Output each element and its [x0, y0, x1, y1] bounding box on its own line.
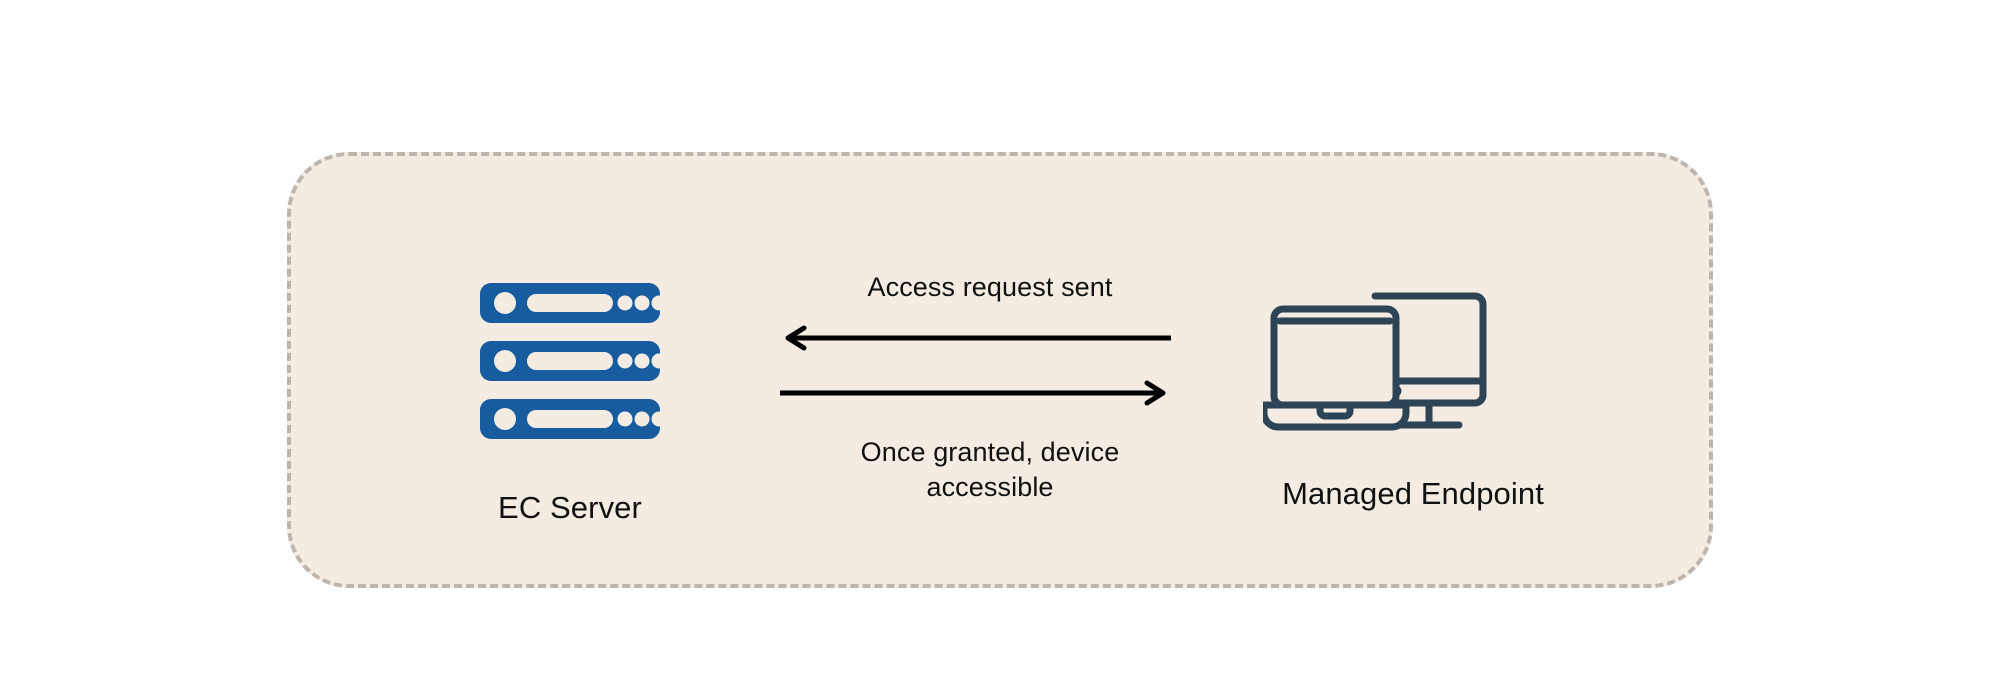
node-ec-server[interactable]: EC Server	[430, 283, 710, 526]
laptop-shape	[1260, 305, 1410, 431]
flow-caption-access-request: Access request sent	[867, 272, 1113, 302]
arrow-right-icon	[778, 380, 1173, 411]
node-label-managed-endpoint: Managed Endpoint	[1282, 476, 1544, 511]
flow-group: Access request sent Once granted, device…	[740, 270, 1240, 502]
server-rack-icon	[480, 283, 667, 448]
node-managed-endpoint[interactable]: Managed Endpoint	[1218, 283, 1608, 512]
arrow-left-icon	[778, 325, 1173, 356]
flow-caption-access-granted: Once granted, device accessible	[740, 435, 1240, 505]
flow-caption-granted-line1: Once granted, device	[860, 437, 1120, 467]
flow-caption-granted-line2: accessible	[926, 472, 1054, 503]
laptop-and-monitor-icon	[1260, 283, 1563, 448]
monitor-shape	[1371, 292, 1487, 429]
node-label-ec-server: EC Server	[498, 490, 642, 525]
